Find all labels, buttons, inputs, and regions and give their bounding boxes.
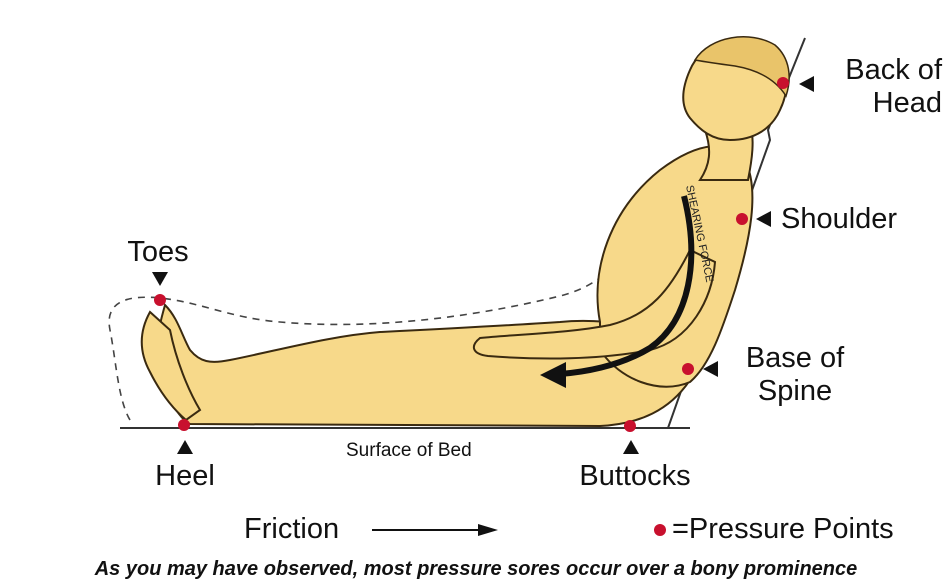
pressure-point-heel: [178, 419, 190, 431]
buttocks-pointer: [623, 440, 639, 454]
pressure-point-buttocks: [624, 420, 636, 432]
base-of-spine-pointer: [703, 361, 718, 377]
toes-pointer: [152, 272, 168, 286]
heel-pointer: [177, 440, 193, 454]
heel-label: Heel: [135, 460, 235, 493]
caption: As you may have observed, most pressure …: [0, 558, 952, 581]
pressure-point-base-of-spine: [682, 363, 694, 375]
buttocks-label: Buttocks: [560, 460, 710, 493]
pressure-point-back-of-head: [777, 77, 789, 89]
pressure-point-legend-dot: [654, 524, 666, 536]
surface-of-bed-label: Surface of Bed: [346, 440, 472, 462]
base-of-spine-label: Base of Spine: [725, 342, 865, 409]
base-of-spine-label-line1: Base of: [725, 342, 865, 375]
back-of-head-label: Back of Head: [812, 54, 942, 121]
pressure-point-toes: [154, 294, 166, 306]
toes-label: Toes: [108, 236, 208, 269]
back-of-head-label-line2: Head: [812, 87, 942, 120]
base-of-spine-label-line2: Spine: [725, 375, 865, 408]
shoulder-pointer: [756, 211, 771, 227]
back-of-head-label-line1: Back of: [812, 54, 942, 87]
pressure-points-legend-label: =Pressure Points: [672, 513, 894, 546]
friction-arrowhead: [478, 524, 498, 536]
shoulder-label: Shoulder: [781, 203, 897, 236]
pressure-point-shoulder: [736, 213, 748, 225]
friction-legend-label: Friction: [244, 513, 339, 546]
